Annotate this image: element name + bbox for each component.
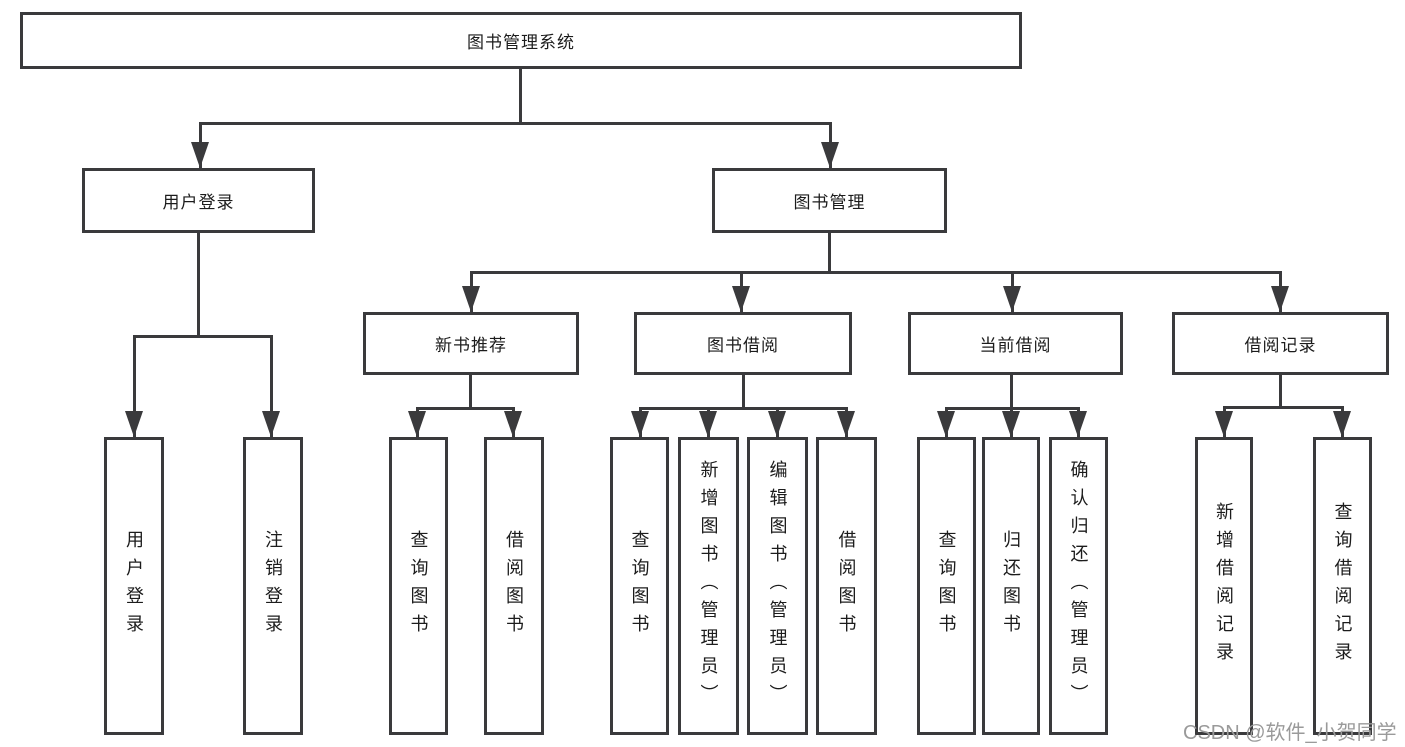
node-label: 注销登录: [263, 530, 283, 642]
leaf-query-books-new-rec: 查询图书: [389, 437, 448, 735]
connector-line: [1010, 375, 1013, 410]
connector-arrowhead: [631, 411, 649, 437]
connector-line: [742, 375, 745, 410]
connector-arrowhead: [768, 411, 786, 437]
connector-arrowhead: [504, 411, 522, 437]
node-label: 编辑图书（管理员）: [767, 460, 788, 712]
connector-arrowhead: [1003, 286, 1021, 312]
node-label: 图书管理: [793, 193, 866, 212]
leaf-user-login: 用户登录: [104, 437, 164, 735]
node-label: 新增图书（管理员）: [698, 460, 719, 712]
connector-line: [270, 335, 273, 437]
node-label: 确认归还（管理员）: [1068, 460, 1089, 712]
connector-arrowhead: [1215, 411, 1233, 437]
connector-arrowhead: [125, 411, 143, 437]
connector-line: [639, 407, 847, 410]
connector-line: [416, 407, 514, 410]
node-user-login: 用户登录: [82, 168, 315, 233]
node-label: 借阅图书: [836, 530, 857, 642]
node-current-borrowing: 当前借阅: [908, 312, 1123, 375]
node-label: 当前借阅: [979, 336, 1052, 355]
leaf-query-books-current: 查询图书: [917, 437, 976, 735]
node-book-borrowing: 图书借阅: [634, 312, 852, 375]
node-label: 查询图书: [408, 530, 429, 642]
node-label: 新书推荐: [435, 336, 507, 355]
connector-line: [828, 233, 831, 274]
leaf-logout: 注销登录: [243, 437, 303, 735]
node-label: 图书管理系统: [467, 33, 575, 52]
node-label: 图书借阅: [707, 336, 779, 355]
leaf-borrow-books-new-rec: 借阅图书: [484, 437, 544, 735]
connector-arrowhead: [462, 286, 480, 312]
connector-arrowhead: [408, 411, 426, 437]
leaf-query-borrow-record: 查询借阅记录: [1313, 437, 1372, 735]
node-label: 归还图书: [1001, 530, 1021, 642]
connector-line: [1279, 375, 1282, 409]
node-borrowing-records: 借阅记录: [1172, 312, 1389, 375]
connector-arrowhead: [191, 142, 209, 168]
node-label: 借阅图书: [504, 530, 524, 642]
connector-arrowhead: [732, 286, 750, 312]
leaf-borrow-books: 借阅图书: [816, 437, 877, 735]
leaf-edit-books-admin: 编辑图书（管理员）: [747, 437, 808, 735]
connector-line: [1223, 406, 1343, 409]
node-label: 新增借阅记录: [1214, 502, 1234, 670]
node-book-management: 图书管理: [712, 168, 947, 233]
connector-line: [470, 271, 1281, 274]
connector-line: [133, 335, 136, 437]
connector-line: [469, 375, 472, 410]
node-label: 用户登录: [162, 193, 235, 212]
leaf-add-borrow-record: 新增借阅记录: [1195, 437, 1253, 735]
node-label: 查询借阅记录: [1332, 502, 1353, 670]
node-label: 借阅记录: [1244, 336, 1317, 355]
connector-arrowhead: [1333, 411, 1351, 437]
connector-line: [519, 68, 522, 125]
connector-arrowhead: [837, 411, 855, 437]
node-label: 查询图书: [629, 530, 650, 642]
leaf-query-books-borrow: 查询图书: [610, 437, 669, 735]
connector-arrowhead: [699, 411, 717, 437]
connector-line: [197, 233, 200, 338]
connector-line: [199, 122, 831, 125]
leaf-add-books-admin: 新增图书（管理员）: [678, 437, 739, 735]
node-label: 查询图书: [936, 530, 957, 642]
watermark: CSDN @软件_小贺同学: [1183, 722, 1397, 744]
node-library-management-system: 图书管理系统: [20, 12, 1022, 69]
connector-line: [133, 335, 273, 338]
node-new-book-recommendation: 新书推荐: [363, 312, 579, 375]
node-label: 用户登录: [124, 530, 144, 642]
connector-arrowhead: [821, 142, 839, 168]
connector-arrowhead: [1069, 411, 1087, 437]
connector-arrowhead: [937, 411, 955, 437]
leaf-confirm-return-admin: 确认归还（管理员）: [1049, 437, 1108, 735]
connector-arrowhead: [1271, 286, 1289, 312]
connector-arrowhead: [1002, 411, 1020, 437]
connector-arrowhead: [262, 411, 280, 437]
leaf-return-books: 归还图书: [982, 437, 1040, 735]
